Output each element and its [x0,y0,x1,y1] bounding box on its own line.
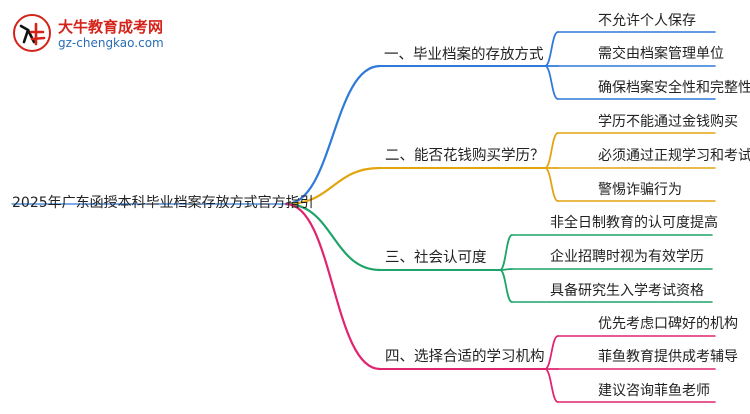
leaf-archive-safety: 确保档案安全性和完整性 [598,80,750,96]
connector-leaf-social-recognition-3 [499,269,513,303]
branch-buy-degree: 二、能否花钱购买学历？ [385,148,545,164]
logo-url: gz-chengkao.com [58,36,164,50]
root-topic: 2025年广东函授本科毕业档案存放方式官方指引 [12,195,314,211]
connector-leaf-storage-method-3 [544,65,559,100]
leaf-good-reputation: 优先考虑口碑好的机构 [598,316,738,332]
leaf-consult-teacher: 建议咨询菲鱼老师 [598,383,710,399]
branch-social-recognition: 三、社会认可度 [385,250,487,266]
connector-root-buy-degree [284,166,382,206]
site-logo[interactable]: 大牛教育成考网 gz-chengkao.com [12,12,222,56]
leaf-postgrad-eligibility: 具备研究生入学考试资格 [550,283,704,299]
logo-icon [13,14,51,52]
logo-title: 大牛教育成考网 [58,18,164,36]
connector-root-storage-method [284,64,382,206]
leaf-feiyu-tutoring: 菲鱼教育提供成考辅导 [598,349,738,365]
connector-leaf-buy-degree-3 [544,167,559,202]
connector-root-choose-institution [284,202,382,371]
leaf-recognition-rise: 非全日制教育的认可度提高 [550,215,718,231]
connector-leaf-choose-institution-1 [544,335,559,370]
branch-storage-method: 一、毕业档案的存放方式 [384,47,544,63]
leaf-no-personal-keeping: 不允许个人保存 [598,13,696,29]
connector-leaf-social-recognition-1 [499,234,513,271]
leaf-formal-study: 必须通过正规学习和考试 [598,148,750,164]
leaf-valid-degree: 企业招聘时视为有效学历 [550,249,704,265]
connector-leaf-storage-method-1 [544,31,559,67]
leaf-beware-fraud: 警惕诈骗行为 [598,182,682,198]
leaf-archive-unit: 需交由档案管理单位 [598,46,724,62]
branch-choose-institution: 四、选择合适的学习机构 [385,349,545,365]
connector-leaf-buy-degree-1 [544,132,559,169]
leaf-cannot-buy: 学历不能通过金钱购买 [598,114,738,130]
connector-leaf-choose-institution-3 [544,368,559,403]
connector-root-social-recognition [284,202,382,272]
